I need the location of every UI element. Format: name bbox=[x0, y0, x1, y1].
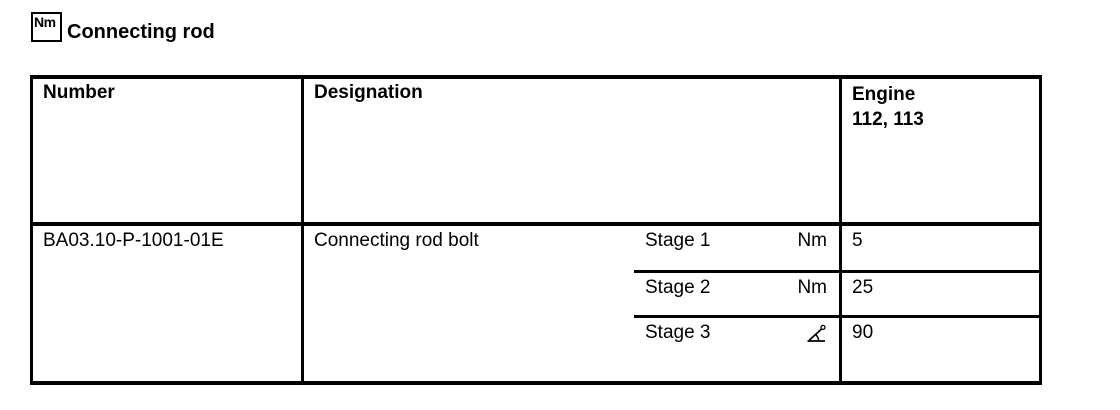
designation-label: Connecting rod bolt bbox=[314, 230, 479, 251]
nm-torque-icon: Nm bbox=[31, 12, 62, 42]
column-header-designation: Designation bbox=[301, 79, 839, 222]
page-title: Connecting rod bbox=[67, 21, 215, 43]
column-header-engine: Engine 112, 113 bbox=[839, 79, 1039, 222]
stage-1-unit: Nm bbox=[797, 230, 827, 251]
nm-icon-label: Nm bbox=[34, 14, 56, 30]
stage-1-value: 5 bbox=[852, 230, 863, 251]
stage-3-value: 90 bbox=[842, 315, 1039, 381]
stage-row-1: Stage 1 Nm bbox=[634, 226, 839, 270]
row-engine-cell: 5 25 90 bbox=[839, 226, 1039, 381]
row-designation-cell: Connecting rod bolt Stage 1 Nm Stage 2 N… bbox=[301, 226, 839, 381]
stage-2-value: 25 bbox=[842, 270, 1039, 315]
stage-row-3: Stage 3 bbox=[634, 315, 839, 381]
engine-header-models: 112, 113 bbox=[852, 109, 924, 130]
stage-1-label: Stage 1 bbox=[645, 230, 711, 251]
table-header-row: Number Designation Engine 112, 113 bbox=[33, 79, 1039, 226]
stage-2-unit: Nm bbox=[797, 277, 827, 298]
angle-degree-icon bbox=[806, 324, 827, 350]
table-row: BA03.10-P-1001-01E Connecting rod bolt S… bbox=[33, 226, 1039, 381]
engine-values: 5 25 90 bbox=[842, 226, 1039, 381]
row-number-cell: BA03.10-P-1001-01E bbox=[43, 230, 224, 251]
stage-2-label: Stage 2 bbox=[645, 277, 711, 298]
stage-sub-table: Stage 1 Nm Stage 2 Nm Stage 3 bbox=[634, 226, 839, 381]
column-header-number: Number bbox=[43, 82, 115, 103]
stage-row-2: Stage 2 Nm bbox=[634, 270, 839, 315]
torque-spec-table: Number Designation Engine 112, 113 BA03.… bbox=[30, 75, 1042, 385]
document-header: Nm Connecting rod bbox=[31, 12, 215, 43]
stage-3-label: Stage 3 bbox=[645, 322, 711, 343]
engine-header-label: Engine bbox=[852, 84, 916, 105]
